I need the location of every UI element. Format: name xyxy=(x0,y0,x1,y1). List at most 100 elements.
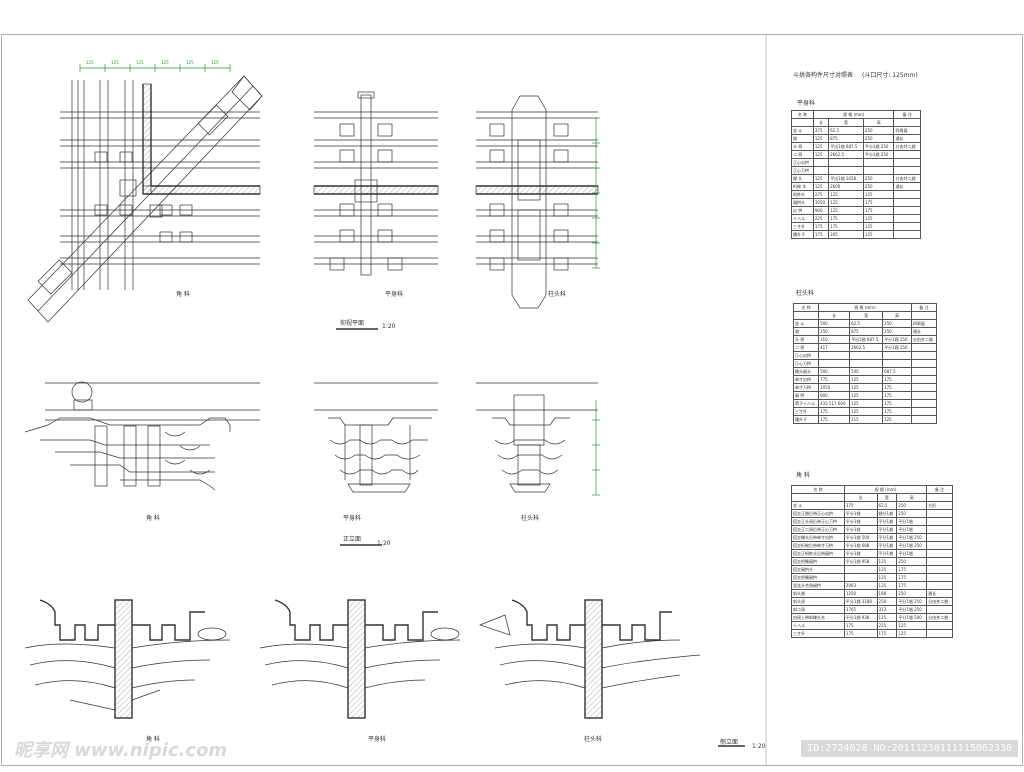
image-id-banner: ID:2724028 NO:20111230111115062330 xyxy=(801,740,1018,757)
table-cell: 125 xyxy=(812,134,830,143)
table-cell: 250 xyxy=(876,597,898,606)
table-cell: 125 xyxy=(862,230,895,239)
table-cell: 二 昂 xyxy=(791,150,814,159)
table-cell: 225 xyxy=(876,621,898,630)
table-cell: 分由并二翘 xyxy=(926,613,953,622)
table-cell: 175 xyxy=(812,230,830,239)
table-cell: 坐 斗 xyxy=(791,126,814,135)
table-cell: 坐 斗 xyxy=(792,319,820,328)
table-subheader-cell xyxy=(893,118,921,127)
table-cell: 900 xyxy=(812,206,830,215)
table-cell: 平分1翘 500 xyxy=(843,533,878,542)
table-cell: 正心瓜拱 xyxy=(792,351,820,360)
sheet-frame xyxy=(1,34,1023,766)
table-cell: 250 xyxy=(882,327,912,336)
elev-scale: 1:20 xyxy=(377,540,391,547)
table-cell: 175 xyxy=(882,399,912,408)
table-cell: 搭交正蚂蚱头后带厢拱 xyxy=(791,549,845,558)
table-cell: 875 xyxy=(849,327,884,336)
table-cell: 平分1翘 250 xyxy=(896,597,928,606)
table-cell: 平分1翘 250 xyxy=(896,533,928,542)
table-cell xyxy=(828,166,864,175)
table-cell: 通长 xyxy=(926,589,953,598)
table-cell: 槽升子 xyxy=(792,415,820,424)
table-cell: 2600 xyxy=(828,182,864,191)
table-cell: 分由并二翘 xyxy=(893,142,921,151)
table-cell: 2662.5 xyxy=(828,150,864,159)
table-cell: 蚂蚱头 xyxy=(791,190,814,199)
table-cell xyxy=(926,525,953,534)
table-cell xyxy=(893,158,921,167)
table-cell xyxy=(926,629,953,638)
table-row: 正心瓜拱 xyxy=(791,158,921,167)
table-cell: 通长 xyxy=(910,327,938,336)
table-subheader-cell: 长 xyxy=(843,493,878,502)
table-cell: 125 xyxy=(896,621,928,630)
plan-flat-caption: 平身科 xyxy=(385,291,404,298)
side-column-caption: 柱头科 xyxy=(584,736,603,743)
table-row: 正心瓜拱 xyxy=(792,351,938,360)
table-cell: 250 xyxy=(896,589,928,598)
table-cell: 125 xyxy=(849,375,884,384)
table-header-cell: 规 格 (mm) xyxy=(812,110,895,119)
table-cell xyxy=(926,549,953,558)
table-cell: 417 xyxy=(818,343,851,352)
table-cell: 687.5 xyxy=(882,367,912,376)
table-cell: 175 xyxy=(812,222,830,231)
table-cell: 里连头合角厢拱 xyxy=(791,581,845,590)
table-cell xyxy=(893,230,921,239)
table-cell: 由昂上带斜撑头木 xyxy=(791,613,845,622)
table-cell xyxy=(910,383,938,392)
table-header-row: 名 称规 格 (mm)备 注 xyxy=(791,485,953,494)
table-cell: 搭交厢拱头 xyxy=(791,565,845,574)
table-cell: 三才升 xyxy=(792,407,820,416)
table-cell xyxy=(910,391,938,400)
table-header-cell: 备 注 xyxy=(893,110,921,119)
table-cell: 平分1翘 xyxy=(843,549,878,558)
table-cell: 平出1翘 687.5 xyxy=(828,142,864,151)
plan-section-title: 仰视平面 xyxy=(340,320,365,327)
table-cell xyxy=(812,166,830,175)
plan-corner-caption: 角 科 xyxy=(176,291,190,298)
elev-column-drawing xyxy=(476,382,600,496)
table-cell: 125 xyxy=(812,150,830,159)
table-cell: 厢拱头 xyxy=(791,198,814,207)
table-cell: 平分1翘 xyxy=(896,517,928,526)
table-cell: 三才升 xyxy=(791,222,814,231)
table-cell: 433 517 600 xyxy=(818,399,851,408)
table-cell: 平分1翘 250 xyxy=(882,343,912,352)
table-cell: 175 xyxy=(843,621,878,630)
table-cell: 375 xyxy=(843,501,878,510)
table-cell: 175 xyxy=(828,222,864,231)
plan-column-caption: 柱头科 xyxy=(548,291,567,298)
dim-label: 125 xyxy=(211,60,219,65)
table-cell: 撑 头 xyxy=(791,174,814,183)
table-cell: 62.5 xyxy=(876,501,898,510)
table-cell: 175 xyxy=(818,407,851,416)
table-cell xyxy=(843,573,878,582)
table-cell xyxy=(926,509,953,518)
sheet-unit: (斗口尺寸: 125mm) xyxy=(862,72,918,79)
table-cell: 215 xyxy=(849,415,884,424)
table-header-cell: 名 称 xyxy=(792,303,820,312)
table-cell: 1050 xyxy=(818,383,851,392)
table-cell xyxy=(882,351,912,360)
table-cell xyxy=(910,407,938,416)
table-cell: 瓜 拱 xyxy=(791,206,814,215)
table-cell: 平分1翘 xyxy=(876,517,898,526)
table-cell: 275 xyxy=(812,190,830,199)
side-corner-drawing xyxy=(24,599,231,719)
table-cell: 正心瓜拱 xyxy=(791,158,814,167)
table-cell xyxy=(926,557,953,566)
table-cell: 250 xyxy=(896,501,928,510)
table-cell xyxy=(893,214,921,223)
table-cell: 125 xyxy=(862,190,895,199)
table-cell xyxy=(910,399,938,408)
table-cell: 分由并二翘 xyxy=(910,335,938,344)
